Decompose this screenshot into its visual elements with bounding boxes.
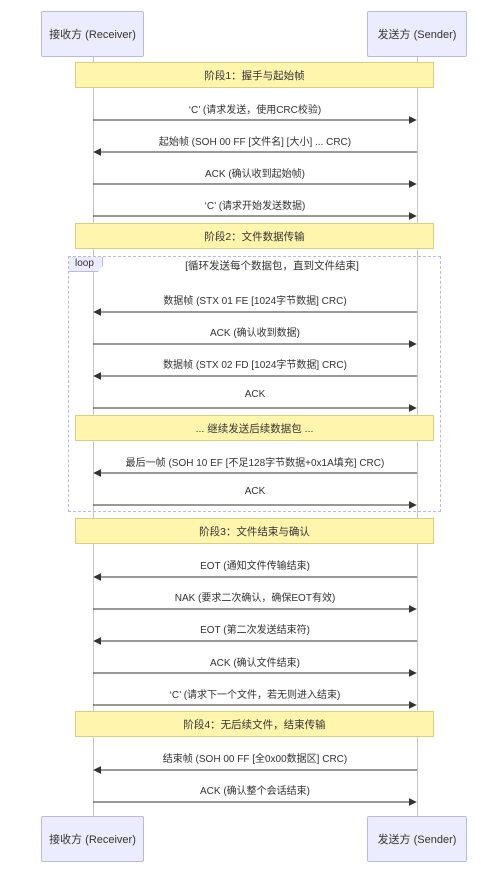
phase-3-note: 阶段3：文件结束与确认	[75, 518, 434, 544]
message-label: ACK	[244, 389, 266, 400]
message-label: ACK	[244, 486, 266, 497]
message-label: 起始帧 (SOH 00 FF [文件名] [大小] ... CRC)	[158, 137, 352, 148]
phase-2-note: 阶段2：文件数据传输	[75, 223, 434, 249]
loop-frame: loop	[68, 256, 441, 512]
message-label: ‘C’ (请求开始发送数据)	[204, 201, 306, 212]
message-label: 最后一帧 (SOH 10 EF [不足128字节数据+0x1A填充] CRC)	[125, 458, 385, 469]
message-label: 数据帧 (STX 02 FD [1024字节数据] CRC)	[163, 360, 347, 371]
message-label: ACK (确认收到起始帧)	[205, 169, 305, 180]
participant-sender-top: 发送方 (Sender)	[367, 11, 467, 57]
phase-1-note: 阶段1：握手与起始帧	[75, 62, 434, 88]
message-label: 结束帧 (SOH 00 FF [全0x00数据区] CRC)	[162, 754, 348, 765]
participant-receiver-bottom: 接收方 (Receiver)	[41, 816, 144, 862]
message-label: ‘C’ (请求下一个文件，若无则进入结束)	[169, 690, 341, 701]
message-label: 数据帧 (STX 01 FE [1024字节数据] CRC)	[163, 296, 347, 307]
message-label: ACK (确认文件结束)	[210, 658, 300, 669]
participant-sender-bottom: 发送方 (Sender)	[367, 816, 467, 862]
loop-tag: loop	[69, 257, 103, 272]
message-label: ACK (确认收到数据)	[210, 328, 300, 339]
message-label: EOT (第二次发送结束符)	[200, 625, 310, 636]
message-label: NAK (要求二次确认，确保EOT有效)	[174, 593, 336, 604]
continue-note: ... 继续发送后续数据包 ...	[75, 415, 434, 441]
message-label: EOT (通知文件传输结束)	[200, 561, 310, 572]
message-label: ACK (确认整个会话结束)	[200, 786, 310, 797]
participant-receiver-top: 接收方 (Receiver)	[41, 11, 144, 57]
phase-4-note: 阶段4：无后续文件，结束传输	[75, 711, 434, 737]
loop-condition: [循环发送每个数据包，直到文件结束]	[185, 260, 359, 272]
message-label: ‘C’ (请求发送，使用CRC校验)	[188, 105, 322, 116]
